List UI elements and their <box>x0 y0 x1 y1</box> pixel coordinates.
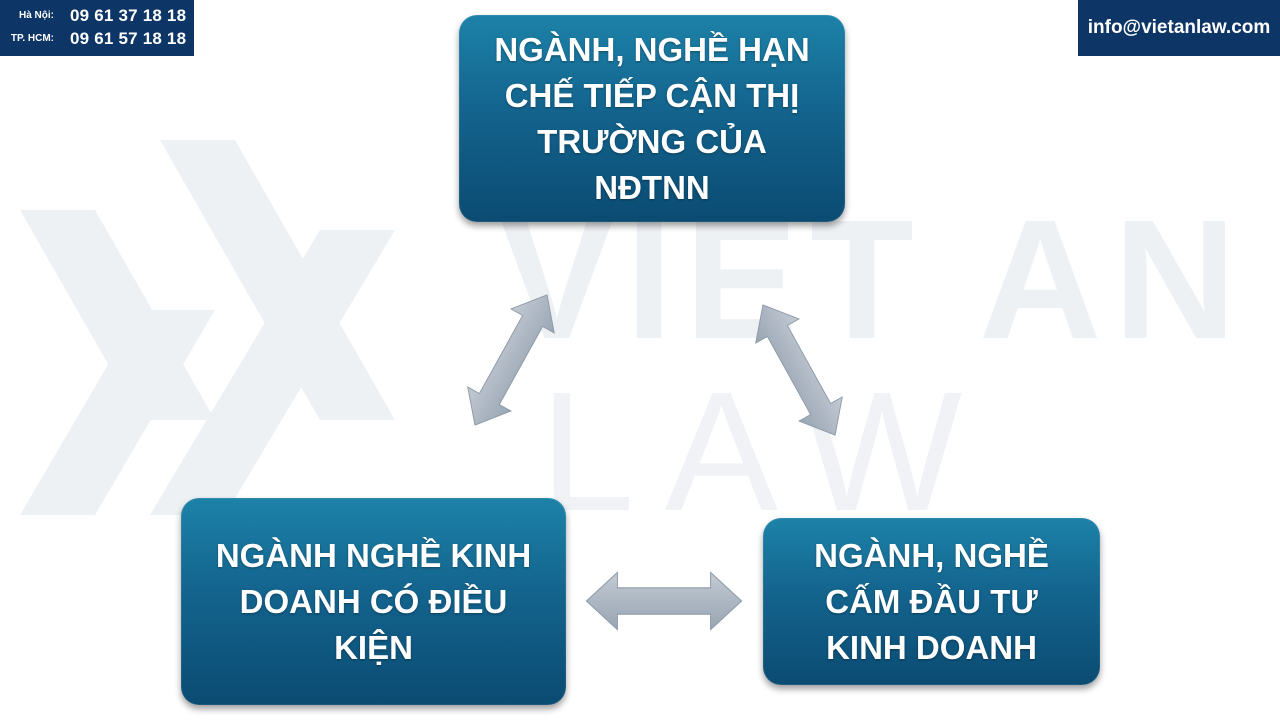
hanoi-phone[interactable]: 09 61 37 18 18 <box>70 6 187 25</box>
hcm-contact: TP. HCM: 09 61 57 18 18 <box>0 29 194 51</box>
node-left-label: NGÀNH NGHỀ KINH DOANH CÓ ĐIỀU KIỆN <box>215 536 532 666</box>
node-top-label: NGÀNH, NGHỀ HẠN CHẾ TIẾP CẬN THỊ TRƯỜNG … <box>494 30 810 206</box>
node-right-label: NGÀNH, NGHỀ CẤM ĐẦU TƯ KINH DOANH <box>814 536 1049 666</box>
email-contact-box: info@vietanlaw.com <box>1078 0 1280 56</box>
node-conditional-business: NGÀNH NGHỀ KINH DOANH CÓ ĐIỀU KIỆN <box>181 498 566 705</box>
email-link[interactable]: info@vietanlaw.com <box>1087 17 1271 38</box>
phone-contact-box: Hà Nội: 09 61 37 18 18 TP. HCM: 09 61 57… <box>0 0 194 56</box>
hcm-label: TP. HCM: <box>10 33 54 44</box>
arrow-top-left <box>452 282 570 438</box>
arrow-left-right <box>585 571 743 631</box>
hanoi-label: Hà Nội: <box>19 10 54 21</box>
watermark-line2: LAW <box>540 357 992 547</box>
node-restricted-market-access: NGÀNH, NGHỀ HẠN CHẾ TIẾP CẬN THỊ TRƯỜNG … <box>459 15 845 222</box>
arrow-top-right <box>740 292 858 448</box>
hanoi-contact: Hà Nội: 09 61 37 18 18 <box>0 6 194 28</box>
hcm-phone[interactable]: 09 61 57 18 18 <box>70 29 187 48</box>
node-prohibited-investment: NGÀNH, NGHỀ CẤM ĐẦU TƯ KINH DOANH <box>763 518 1100 685</box>
